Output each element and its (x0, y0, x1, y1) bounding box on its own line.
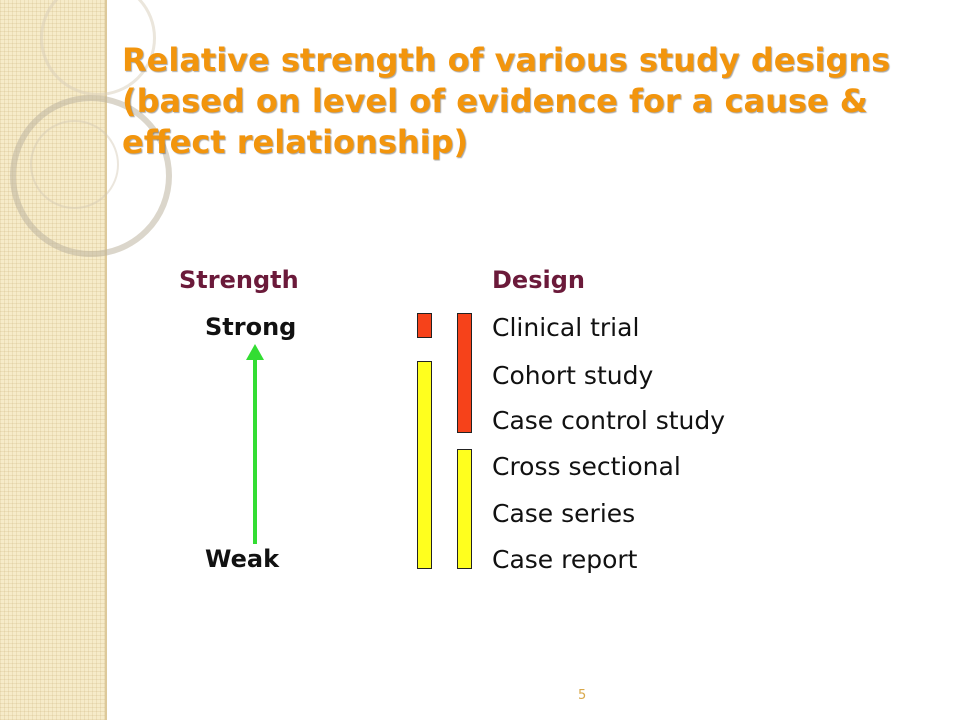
slide-title-line: effect relationship) (122, 123, 469, 161)
design-item-cross-sectional: Cross sectional (492, 452, 681, 481)
strength-arrow-icon (246, 344, 264, 544)
page-number: 5 (578, 688, 587, 703)
evidence-bar-yellow-long (417, 361, 432, 569)
weak-label: Weak (205, 545, 280, 573)
design-item-cohort-study: Cohort study (492, 361, 654, 390)
strength-header: Strength (179, 266, 299, 294)
decorative-sidebar (0, 0, 107, 720)
strong-label: Strong (205, 313, 297, 341)
slide-title-line: (based on level of evidence for a cause … (122, 82, 868, 120)
evidence-bar-red-short (417, 313, 432, 338)
design-header: Design (492, 266, 585, 294)
slide-title-line: Relative strength of various study desig… (122, 41, 891, 79)
evidence-bar-yellow-short (457, 449, 472, 569)
design-item-case-report: Case report (492, 545, 638, 574)
design-item-case-series: Case series (492, 499, 636, 528)
slide-title: Relative strength of various study desig… (122, 40, 922, 163)
design-item-case-control-study: Case control study (492, 406, 726, 435)
evidence-bar-red-long (457, 313, 472, 433)
design-item-clinical-trial: Clinical trial (492, 313, 640, 342)
